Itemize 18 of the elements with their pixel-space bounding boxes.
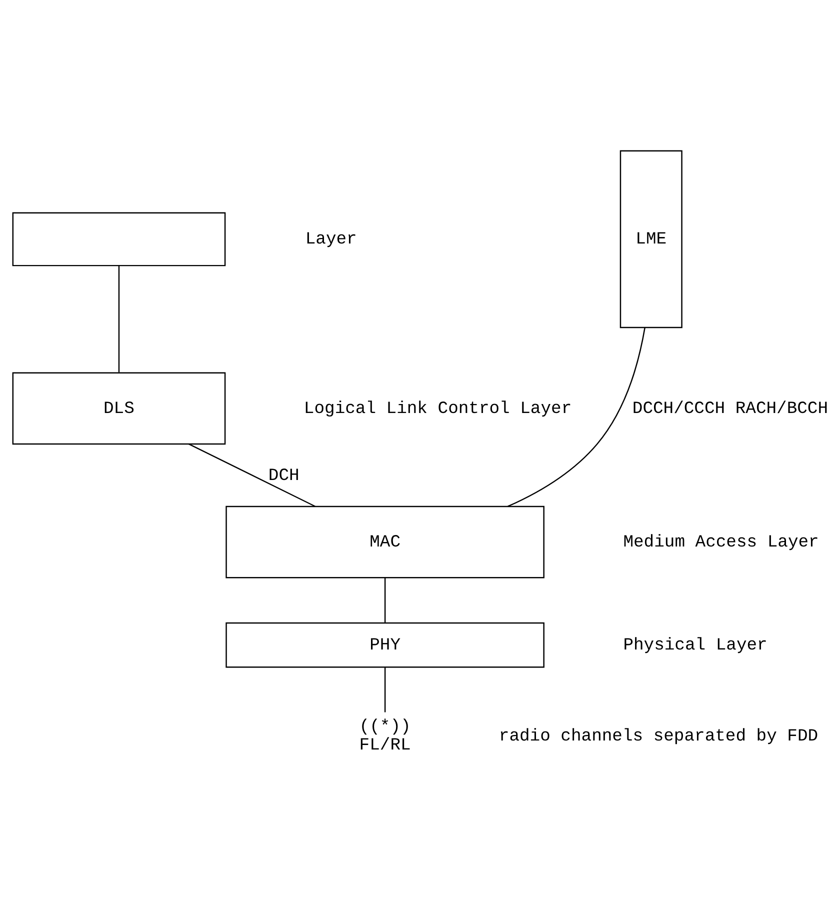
edge-label: DCCH/CCCH RACH/BCCH	[632, 399, 828, 418]
connector	[118, 265, 120, 372]
node-box: DLS	[12, 372, 226, 444]
node-box	[12, 212, 226, 266]
edge-label: DCH	[268, 466, 300, 486]
label: Medium Access Layer	[623, 533, 819, 552]
node-box: MAC	[226, 505, 544, 578]
label: Physical Layer	[623, 636, 768, 656]
label: Layer	[305, 230, 357, 250]
node-box: LME	[620, 150, 682, 328]
label: radio channels separated by FDD	[498, 726, 818, 746]
connector	[384, 666, 386, 712]
node-box: PHY	[226, 622, 544, 668]
node-text: ((*)) FL/RL	[359, 718, 411, 756]
connector	[384, 577, 386, 622]
label: Logical Link Control Layer	[304, 399, 572, 418]
connector	[188, 443, 316, 506]
connector	[508, 327, 646, 506]
